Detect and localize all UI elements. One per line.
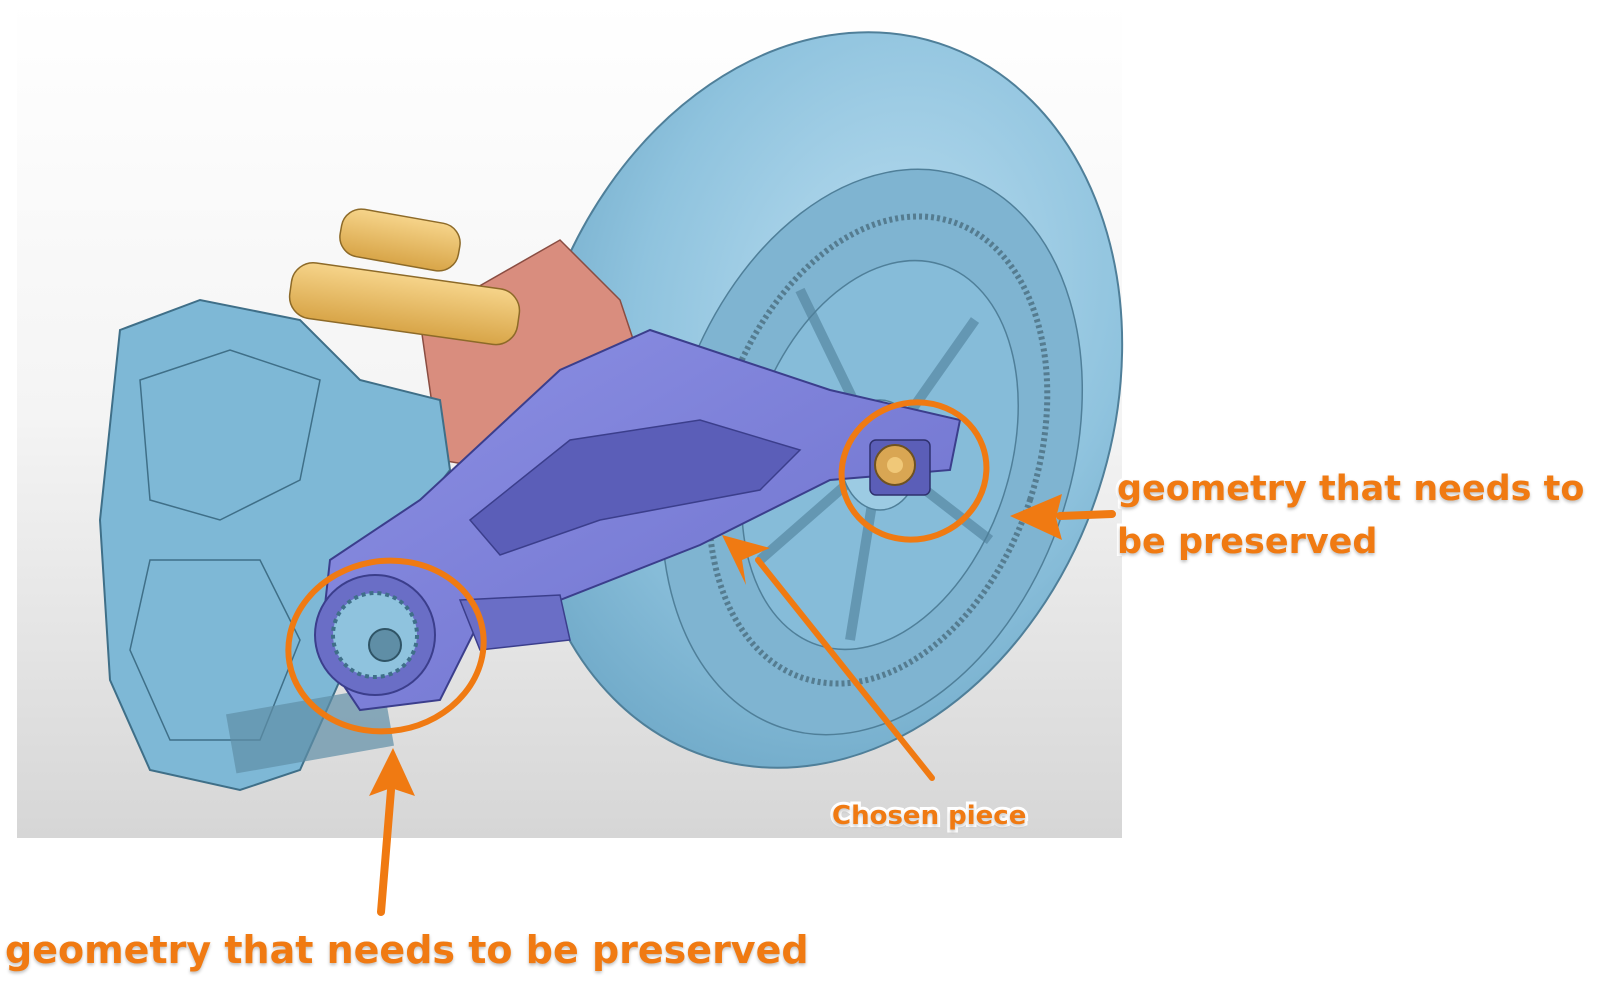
shock-upper <box>339 208 461 272</box>
shock-lower <box>288 262 521 346</box>
swingarm-window <box>468 419 802 556</box>
preserve-circle-right <box>838 399 990 543</box>
shock-absorbers <box>288 208 641 471</box>
frame-detail <box>139 349 321 521</box>
pivot-sprocket <box>314 574 436 696</box>
arrow-chosen <box>722 535 935 781</box>
preserve-circle-left <box>285 557 487 735</box>
engine-frame <box>98 298 452 792</box>
arrow-bottom <box>369 748 415 916</box>
preserve-label-bottom: geometry that needs to be preserved <box>2 925 812 975</box>
arrow-right <box>1010 494 1116 540</box>
preserve-label-right: geometry that needs to be preserved <box>1114 466 1587 565</box>
swingarm-lower <box>458 594 571 651</box>
sprocket <box>705 213 1051 687</box>
radiator-grill <box>226 686 394 774</box>
axle-mount <box>869 439 931 496</box>
chosen-piece-label: Chosen piece <box>829 798 1029 834</box>
